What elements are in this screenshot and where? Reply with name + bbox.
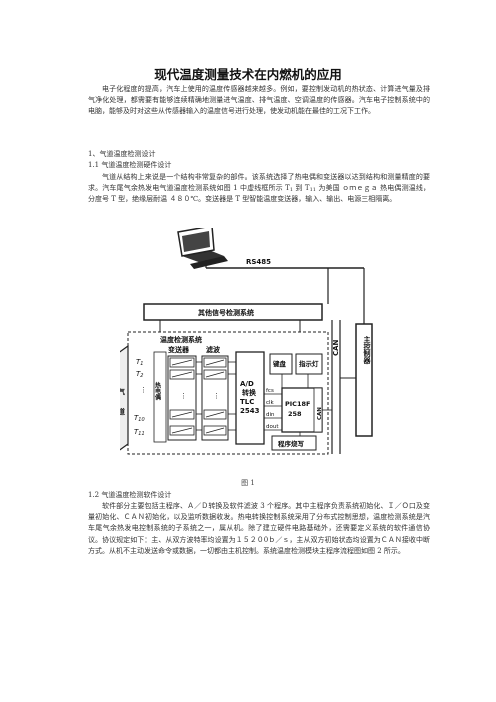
- program-burn-label: 程序烧写: [277, 439, 305, 448]
- program-burn-box: [271, 435, 317, 451]
- paragraph-1-1-part-b: 为美国 ｏｍｅｇａ 热电偶测温线，分度号 T 型，绝缘层耐温 ４８０℃。变送器是…: [88, 184, 430, 204]
- airway-shape: [120, 344, 129, 451]
- adc-label-2: 转换: [242, 388, 257, 397]
- pin-clk: clk: [266, 400, 275, 406]
- thermocouple-box: [153, 351, 167, 443]
- other-signal-system-box: [143, 303, 323, 321]
- rs485-label: RS485: [246, 258, 271, 266]
- can-bus-label: CAN: [332, 339, 340, 356]
- filter-cells: [203, 357, 227, 436]
- t1-label: T1: [136, 358, 143, 367]
- indicator-label: 指示灯: [299, 359, 319, 368]
- airway-label-2: 道: [120, 407, 125, 416]
- section-1-2-heading: 1.2 气道温度检测软件设计: [88, 491, 172, 499]
- paragraph-1-1-part-a: 气道从结构上来说是一个结构非常复杂的部件。该系统选择了热电偶和变送器以达到结构和…: [88, 173, 430, 193]
- figure-caption: 图 1: [241, 479, 255, 487]
- transmitter-dots: ⋮: [180, 392, 187, 400]
- transmitter-label: 变送器: [168, 345, 190, 354]
- figure-1-diagram: RS485 其他信号检测系统 CAN 主控制器 温度检测系统 气 道 T1 T2…: [120, 228, 373, 455]
- computer-icon: [177, 228, 228, 269]
- adc-label-3: TLC: [240, 398, 254, 406]
- t-dots-label: ⋮: [140, 386, 147, 394]
- paragraph-1-1: 气道从结构上来说是一个结构非常复杂的部件。该系统选择了热电偶和变送器以达到结构和…: [88, 172, 430, 206]
- filter-dots: ⋮: [213, 392, 220, 400]
- t11-subscript: 11: [309, 187, 316, 194]
- airway-label-1: 气: [120, 387, 125, 396]
- adc-label-1: A/D: [240, 380, 254, 388]
- mcu-can-label: CAN: [317, 407, 323, 420]
- page-title: 现代温度测量技术在内燃机的应用: [154, 67, 342, 82]
- t2-label: T2: [136, 370, 143, 379]
- t11-label: T11: [134, 428, 145, 437]
- keyboard-label: 键盘: [272, 359, 287, 368]
- t10-label: T10: [134, 414, 145, 423]
- section-1-heading: 1、气道温度检测设计: [88, 150, 156, 158]
- intro-paragraph: 电子化程度的提高，汽车上使用的温度传感器越来越多。例如，要控制发动机的热状态、计…: [88, 85, 430, 116]
- main-controller-box: [355, 323, 373, 437]
- main-controller-label: 主控制器: [363, 335, 372, 365]
- adc-box: [235, 351, 265, 445]
- other-signal-system-label: 其他信号检测系统: [198, 308, 254, 317]
- mcu-label-1: PIC18F: [285, 400, 310, 408]
- pin-din: din: [266, 412, 275, 418]
- thermocouple-label: 热电偶: [154, 381, 161, 401]
- transmitter-cells: [169, 357, 195, 436]
- mcu-label-2: 258: [288, 410, 302, 418]
- paragraph-1-1-mid: 到 T: [293, 184, 310, 193]
- keyboard-box: [269, 353, 293, 375]
- pin-dout: dout: [266, 424, 279, 430]
- temp-detection-system-label: 温度检测系统: [160, 335, 202, 344]
- adc-label-4: 2543: [240, 407, 260, 415]
- t1-subscript: 1: [289, 187, 294, 194]
- section-1-1-heading: 1.1 气道温度检测硬件设计: [88, 161, 172, 169]
- filter-label: 滤波: [206, 345, 221, 354]
- paragraph-1-2: 软件部分主要包括主程序、Ａ／Ｄ转换及软件滤波 3 个程序。其中主程序负责系统初始…: [88, 502, 430, 555]
- indicator-box: [295, 353, 323, 375]
- pin-fcs: fcs: [266, 388, 274, 394]
